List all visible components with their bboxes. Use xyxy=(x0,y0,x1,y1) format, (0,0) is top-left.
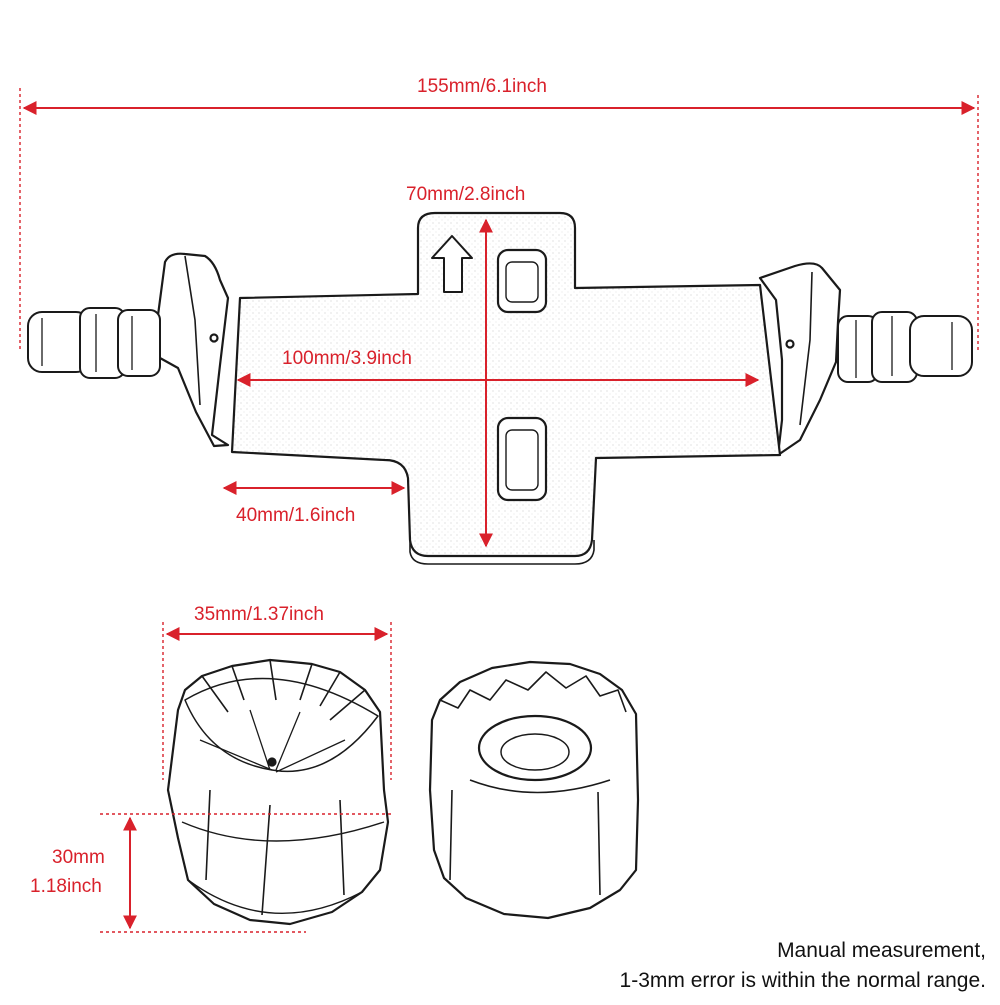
measurement-note: Manual measurement, 1-3mm error is withi… xyxy=(620,936,986,996)
measurement-note-line2: 1-3mm error is within the normal range. xyxy=(619,969,986,992)
dimension-lines xyxy=(19,88,979,933)
right-axle-pin xyxy=(837,311,973,383)
left-axle-pin xyxy=(27,307,161,379)
right-bracket-arm xyxy=(758,262,842,457)
lower-slot xyxy=(496,416,548,502)
left-bracket-arm xyxy=(153,252,230,448)
slider-length-mm-label: 30mm xyxy=(52,847,105,868)
slider-length-inch-label: 1.18inch xyxy=(30,876,102,897)
upper-slot xyxy=(496,248,548,314)
measurement-note-line1: Manual measurement, xyxy=(777,939,986,962)
slider-diameter-label: 35mm/1.37inch xyxy=(194,604,324,625)
tab-width-label: 40mm/1.6inch xyxy=(236,505,356,526)
plate-height-label: 70mm/2.8inch xyxy=(406,184,526,205)
overall-width-label: 155mm/6.1inch xyxy=(417,76,547,97)
direction-arrow xyxy=(431,235,473,293)
slider-cap-back xyxy=(428,660,640,920)
plate-width-label: 100mm/3.9inch xyxy=(282,348,412,369)
bolt-hole xyxy=(209,333,219,343)
slider-cap-front xyxy=(166,658,390,926)
bolt-hole xyxy=(785,339,795,349)
